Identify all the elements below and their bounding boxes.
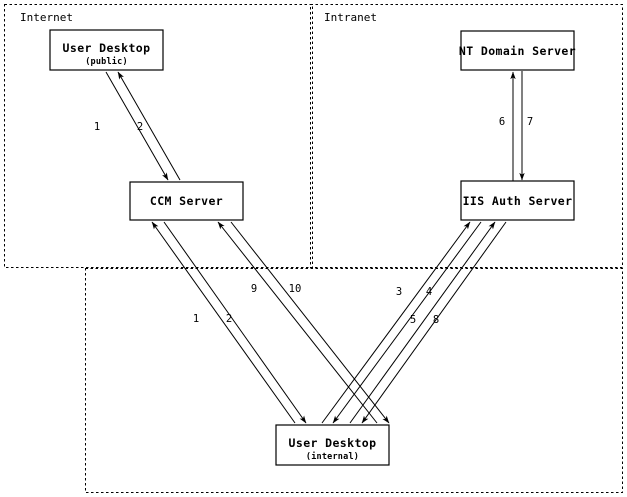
flow-label-1-internal: 1 xyxy=(193,313,199,325)
flow-line-5 xyxy=(349,221,496,424)
flow-group-ccm-internal-12 xyxy=(151,221,307,424)
zone-boundaries xyxy=(4,4,623,493)
node-label-user-desktop-public: User Desktop xyxy=(63,41,151,55)
flow-line-9 xyxy=(217,221,378,424)
flow-number-labels: 1 2 6 7 1 2 9 10 3 4 5 8 xyxy=(94,116,533,326)
flow-line-2-internal xyxy=(163,221,307,424)
flow-group-iis-internal-58 xyxy=(349,221,507,424)
flow-line-4 xyxy=(332,221,482,424)
flow-label-2-internal: 2 xyxy=(226,313,232,325)
flow-label-2-public: 2 xyxy=(137,121,143,133)
node-box-ccm-server xyxy=(129,181,244,221)
node-box-user-desktop-internal xyxy=(275,424,390,466)
flow-group-public-ccm xyxy=(105,71,181,181)
node-box-iis-auth-server xyxy=(460,180,575,221)
flow-group-iis-internal-34 xyxy=(321,221,482,424)
zone-label-internet: Internet xyxy=(20,11,73,24)
zone-internet-boundary xyxy=(4,4,313,268)
node-sublabel-user-desktop-internal: (internal) xyxy=(306,451,359,462)
flow-line-8 xyxy=(361,221,507,424)
node-user-desktop-internal[interactable]: User Desktop (internal) xyxy=(275,424,390,466)
node-box-user-desktop-public xyxy=(49,29,164,71)
flow-label-5: 5 xyxy=(410,314,416,326)
node-iis-auth-server[interactable]: IIS Auth Server xyxy=(460,180,575,221)
flow-line-2-public xyxy=(117,71,181,181)
node-box-nt-domain-server xyxy=(460,30,575,71)
node-label-nt-domain-server: NT Domain Server xyxy=(459,44,576,58)
flow-line-1-public xyxy=(105,71,169,181)
node-label-iis-auth-server: IIS Auth Server xyxy=(463,194,573,208)
flow-label-8: 8 xyxy=(433,314,439,326)
flow-label-6: 6 xyxy=(499,116,505,128)
flow-label-1-public: 1 xyxy=(94,121,100,133)
node-user-desktop-public[interactable]: User Desktop (public) xyxy=(49,29,164,71)
flow-label-9: 9 xyxy=(251,283,257,295)
flow-label-4: 4 xyxy=(426,286,432,298)
flow-line-3 xyxy=(321,221,471,424)
flow-line-1-internal xyxy=(151,221,296,424)
zone-internal-boundary xyxy=(85,268,623,493)
flow-label-3: 3 xyxy=(396,286,402,298)
zone-intranet-boundary xyxy=(310,4,623,268)
zone-label-intranet: Intranet xyxy=(324,11,377,24)
flow-line-10 xyxy=(230,221,390,424)
flow-group-ccm-internal-910 xyxy=(217,221,390,424)
node-ccm-server[interactable]: CCM Server xyxy=(129,181,244,221)
flow-label-7: 7 xyxy=(527,116,533,128)
node-nt-domain-server[interactable]: NT Domain Server xyxy=(459,30,576,71)
flow-group-iis-nt xyxy=(510,71,525,181)
node-sublabel-user-desktop-public: (public) xyxy=(85,56,128,67)
node-label-ccm-server: CCM Server xyxy=(150,194,223,208)
node-label-user-desktop-internal: User Desktop xyxy=(289,436,377,450)
flow-label-10: 10 xyxy=(289,283,302,295)
